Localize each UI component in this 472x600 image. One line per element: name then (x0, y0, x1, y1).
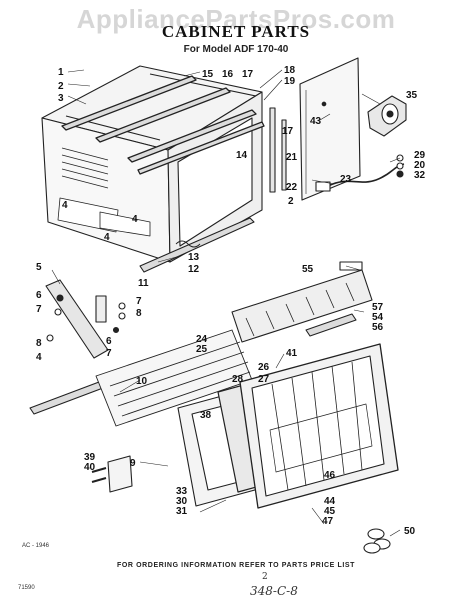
callout-24: 24 (196, 334, 208, 345)
callout-6: 6 (36, 290, 42, 301)
watermark: AppliancePartsPros.com (76, 4, 396, 34)
callout-39: 39 (84, 452, 96, 463)
callout-13: 13 (188, 252, 200, 263)
side-hardware-39-40 (91, 455, 133, 493)
drawing-code: AC - 1946 (22, 543, 50, 549)
callout-4-mid: 4 (132, 214, 138, 225)
callout-4-lower: 4 (104, 232, 110, 243)
callout-55: 55 (302, 264, 314, 275)
callout-26: 26 (258, 362, 270, 373)
rear-panel (299, 57, 361, 201)
callout-21: 21 (286, 152, 298, 163)
callout-7-right: 7 (136, 296, 142, 307)
callout-46: 46 (324, 470, 336, 481)
side-strips (269, 107, 287, 193)
callout-2-hardware: 2 (288, 196, 294, 207)
callout-4-left: 4 (62, 200, 68, 211)
callout-43: 43 (310, 116, 322, 127)
callout-16: 16 (222, 69, 234, 80)
leader-lines (51, 69, 401, 537)
callout-15: 15 (202, 69, 214, 80)
callout-10: 10 (136, 376, 148, 387)
left-bracket (45, 279, 126, 359)
callout-18: 18 (284, 65, 296, 76)
callout-41: 41 (286, 348, 298, 359)
callout-6-lower: 6 (106, 336, 112, 347)
front-grille (239, 343, 399, 509)
base-rail (139, 217, 255, 273)
callout-32: 32 (414, 170, 426, 181)
callout-17-strip: 17 (282, 126, 294, 137)
page-title: CABINET PARTS (161, 22, 311, 41)
callout-20: 20 (414, 160, 426, 171)
callout-12: 12 (188, 264, 200, 275)
callout-45: 45 (324, 506, 336, 517)
page-code: 71590 (18, 585, 35, 591)
callout-14: 14 (236, 150, 248, 161)
callout-35: 35 (406, 90, 418, 101)
callout-8-right: 8 (136, 308, 142, 319)
callout-4-bottom: 4 (36, 352, 42, 363)
callout-38: 38 (200, 410, 212, 421)
callout-54: 54 (372, 312, 384, 323)
handwritten-note: 348-C-8 (250, 584, 298, 598)
callout-40: 40 (84, 462, 96, 473)
callout-labels: 1 2 3 15 16 17 18 19 17 43 35 14 21 22 2… (36, 65, 426, 537)
control-knob-assembly (367, 95, 407, 137)
callout-44: 44 (324, 496, 336, 507)
callout-1: 1 (58, 67, 64, 78)
callout-30: 30 (176, 496, 188, 507)
callout-9: 9 (130, 458, 136, 469)
top-rails (61, 75, 265, 175)
callout-17: 17 (242, 69, 254, 80)
callout-2: 2 (58, 81, 64, 92)
callout-19: 19 (284, 76, 296, 87)
model-subtitle: For Model ADF 170-40 (183, 44, 289, 55)
callout-33: 33 (176, 486, 188, 497)
callout-23: 23 (340, 174, 352, 185)
callout-8: 8 (36, 338, 42, 349)
callout-50: 50 (404, 526, 416, 537)
callout-5: 5 (36, 262, 42, 273)
callout-57: 57 (372, 302, 384, 313)
callout-7-lower: 7 (106, 348, 112, 359)
callout-56: 56 (372, 322, 384, 333)
callout-3: 3 (58, 93, 64, 104)
callout-11: 11 (138, 278, 149, 289)
callout-28: 28 (232, 374, 244, 385)
callout-22: 22 (286, 182, 298, 193)
ordering-footer: FOR ORDERING INFORMATION REFER TO PARTS … (116, 562, 356, 569)
louver-assembly (231, 261, 373, 343)
callout-31: 31 (176, 506, 188, 517)
callout-7: 7 (36, 304, 42, 315)
control-knobs (363, 528, 391, 554)
handwritten-number: 2 (262, 572, 268, 582)
callout-25: 25 (196, 344, 208, 355)
callout-47: 47 (322, 516, 334, 527)
callout-29: 29 (414, 150, 426, 161)
callout-27: 27 (258, 374, 270, 385)
